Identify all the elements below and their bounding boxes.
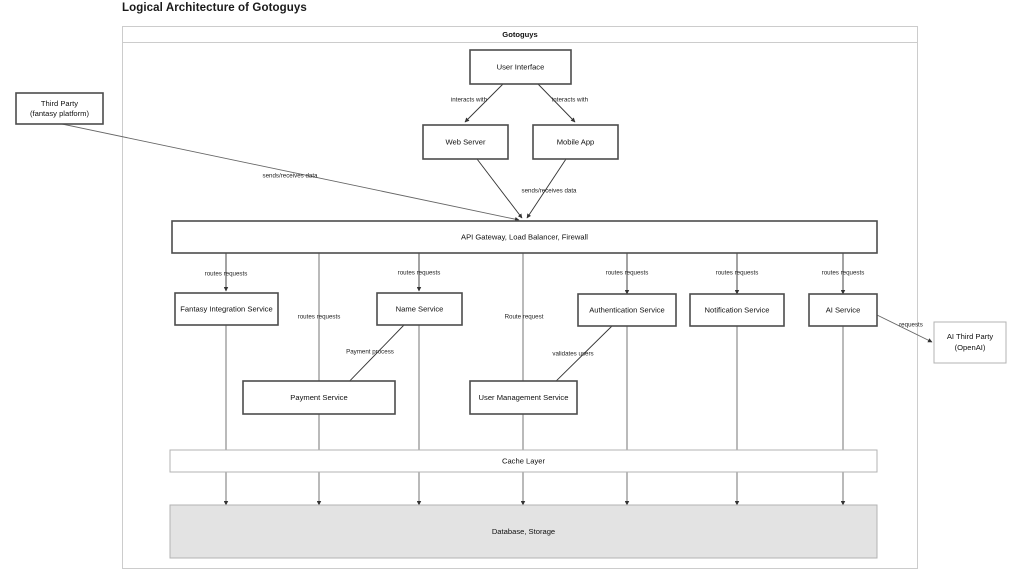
name-service-box[interactable]	[376, 292, 463, 326]
edge-label-ui-to-web: interacts with	[451, 97, 488, 104]
fantasy-integration-service-box[interactable]	[174, 292, 279, 326]
web-server-box[interactable]	[422, 124, 509, 160]
edge-name-to-payment	[339, 324, 405, 392]
node-cache-layer[interactable]: Cache Layer	[169, 449, 878, 473]
node-database-storage[interactable]: Database, Storage	[169, 504, 878, 559]
cache-layer-box[interactable]	[169, 449, 878, 473]
node-mobile-app[interactable]: Mobile App	[532, 124, 619, 160]
ai-service-label: AI Service	[826, 306, 861, 315]
edge-label-gateway-to-name: routes requests	[398, 270, 441, 277]
edge-third-party-to-gateway	[61, 123, 520, 222]
edge-label-gateway-to-auth: routes requests	[606, 270, 649, 277]
node-ai-third-party[interactable]: AI Third Party (OpenAI)	[933, 321, 1007, 364]
notification-service-box[interactable]	[689, 293, 785, 327]
payment-service-box[interactable]	[242, 380, 396, 415]
web-server-label: Web Server	[446, 138, 486, 147]
node-ai-service[interactable]: AI Service	[808, 293, 878, 327]
third-party-label-line2: (fantasy platform)	[30, 109, 90, 118]
user-interface-label: User Interface	[497, 63, 545, 72]
edge-ui-to-mobile-app	[537, 83, 576, 123]
edge-label-gateway-to-user-mgmt: Route request	[505, 314, 544, 321]
api-gateway-box[interactable]	[171, 220, 878, 254]
third-party-box[interactable]	[15, 92, 104, 125]
payment-service-label: Payment Service	[290, 393, 347, 402]
third-party-label-line1: Third Party	[41, 99, 78, 108]
edge-label-layer: interacts with interacts with sends/rece…	[205, 97, 923, 358]
edge-label-ui-to-mobile: interacts with	[552, 97, 589, 104]
edge-web-server-to-gateway	[476, 158, 523, 219]
node-authentication-service[interactable]: Authentication Service	[577, 293, 677, 327]
frame-header-label: Gotoguys	[502, 30, 537, 39]
authentication-service-label: Authentication Service	[589, 306, 665, 315]
cache-layer-label: Cache Layer	[502, 457, 546, 466]
edge-ui-to-web-server	[464, 83, 504, 123]
edge-label-gateway-to-payment: routes requests	[298, 314, 341, 321]
database-storage-box[interactable]	[169, 504, 878, 559]
node-notification-service[interactable]: Notification Service	[689, 293, 785, 327]
user-management-service-label: User Management Service	[479, 393, 569, 402]
database-storage-label: Database, Storage	[492, 527, 555, 536]
edge-label-ai-to-openai: requests	[899, 322, 923, 329]
node-name-service[interactable]: Name Service	[376, 292, 463, 326]
notification-service-label: Notification Service	[705, 306, 770, 315]
node-fantasy-integration-service[interactable]: Fantasy Integration Service	[174, 292, 279, 326]
node-web-server[interactable]: Web Server	[422, 124, 509, 160]
edge-label-auth-to-user-mgmt: validates users	[552, 351, 593, 358]
edge-ai-to-openai	[876, 314, 933, 343]
node-third-party[interactable]: Third Party (fantasy platform)	[15, 92, 104, 125]
user-interface-box[interactable]	[469, 49, 572, 85]
edge-label-third-party-to-gateway: sends/receives data	[262, 173, 318, 180]
edge-auth-to-user-mgmt	[545, 325, 613, 392]
ai-third-party-label-line2: (OpenAI)	[955, 343, 986, 352]
ai-service-box[interactable]	[808, 293, 878, 327]
mobile-app-label: Mobile App	[557, 138, 595, 147]
user-management-service-box[interactable]	[469, 380, 578, 415]
edge-label-gateway-to-fantasy: routes requests	[205, 271, 248, 278]
node-user-management-service[interactable]: User Management Service	[469, 380, 578, 415]
authentication-service-box[interactable]	[577, 293, 677, 327]
ai-third-party-box[interactable]	[933, 321, 1007, 364]
node-user-interface[interactable]: User Interface	[469, 49, 572, 85]
edge-mobile-app-to-gateway	[526, 158, 567, 219]
node-api-gateway[interactable]: API Gateway, Load Balancer, Firewall	[171, 220, 878, 254]
fantasy-integration-service-label: Fantasy Integration Service	[180, 305, 272, 314]
mobile-app-box[interactable]	[532, 124, 619, 160]
edge-label-gateway-to-notification: routes requests	[716, 270, 759, 277]
node-payment-service[interactable]: Payment Service	[242, 380, 396, 415]
api-gateway-label: API Gateway, Load Balancer, Firewall	[461, 233, 588, 242]
edge-label-name-to-payment: Payment process	[346, 349, 394, 356]
page-title: Logical Architecture of Gotoguys	[122, 2, 307, 14]
edge-layer	[61, 83, 933, 506]
edge-label-gateway-to-ai: routes requests	[822, 270, 865, 277]
name-service-label: Name Service	[396, 305, 444, 314]
edge-label-mobile-to-gateway: sends/receives data	[521, 188, 577, 195]
ai-third-party-label-line1: AI Third Party	[947, 332, 993, 341]
